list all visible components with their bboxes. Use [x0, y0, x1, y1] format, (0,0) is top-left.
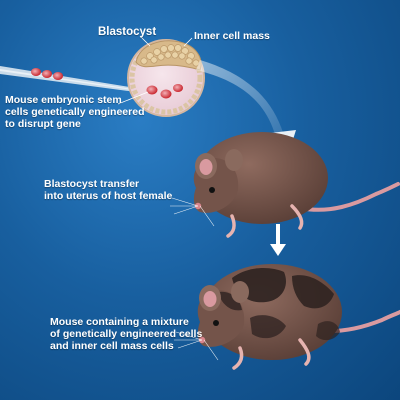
leader-line: [139, 35, 151, 47]
injection-pipette: [0, 66, 136, 92]
mouse-ear: [225, 149, 243, 171]
blastocyst: [127, 39, 205, 117]
inner-cell-mass-label: Inner cell mass: [194, 30, 270, 42]
es-cell: [53, 72, 63, 80]
mouse-tail: [298, 182, 400, 212]
mixture-label: Mouse containing a mixture of geneticall…: [50, 316, 203, 352]
dark-patch: [250, 315, 286, 339]
mouse-eye: [213, 320, 219, 326]
es-cell: [173, 84, 183, 92]
es-cell: [42, 70, 52, 78]
chimeric-mouse: [174, 264, 400, 370]
blastocyst-label: Blastocyst: [98, 26, 157, 38]
dark-patch: [316, 321, 340, 341]
es-cells-label: Mouse embryonic stem cells genetically e…: [5, 94, 145, 130]
leader-line: [117, 91, 149, 105]
down-arrow: [270, 224, 286, 256]
transfer-label: Blastocyst transfer into uterus of host …: [44, 178, 173, 202]
host-mouse: [170, 132, 400, 238]
mouse-eye: [209, 187, 215, 193]
es-cell: [31, 68, 41, 76]
mouse-ear: [231, 281, 249, 303]
es-cell: [160, 89, 172, 99]
dark-patch: [292, 275, 334, 309]
es-cell: [146, 85, 158, 95]
leader-line: [183, 37, 193, 47]
